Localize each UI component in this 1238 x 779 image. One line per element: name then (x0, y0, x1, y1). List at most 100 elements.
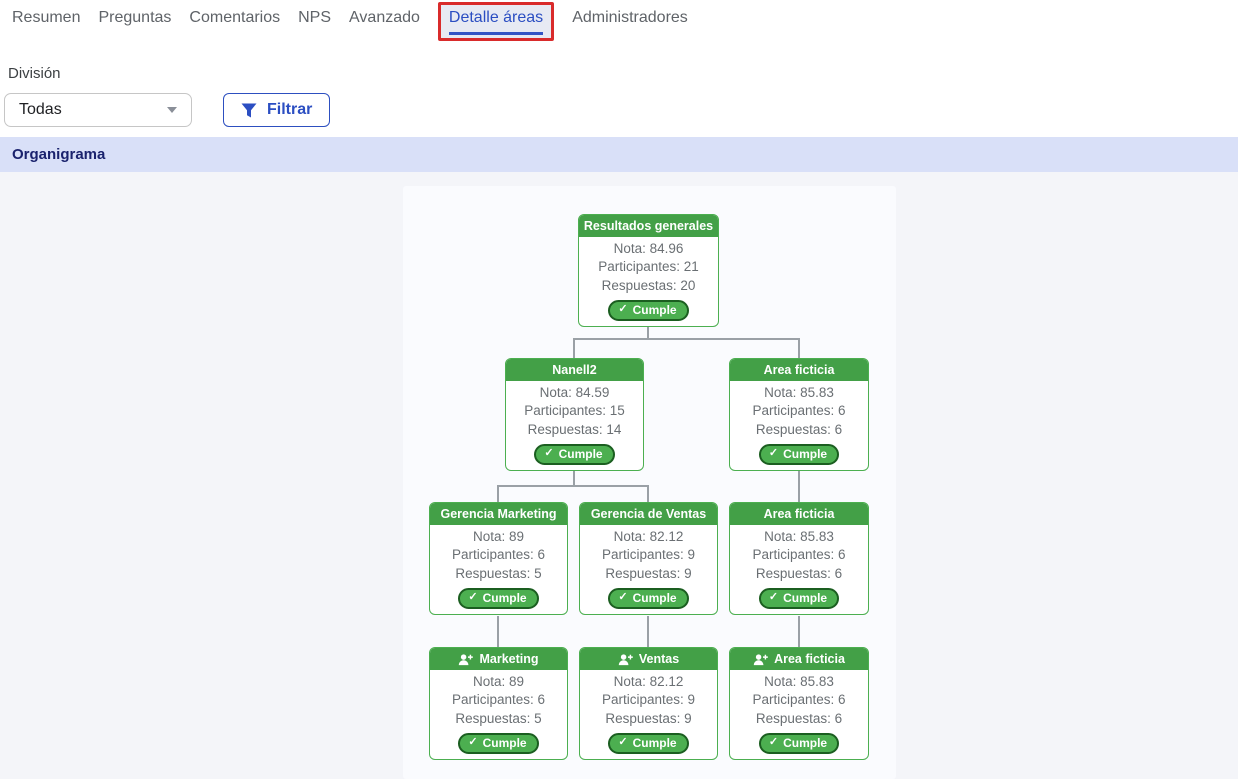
status-badge-label: Cumple (482, 590, 527, 605)
nota-line: Nota: 89 (472, 528, 525, 544)
org-node-header: Nanell2 (506, 359, 643, 381)
tab-avanzado[interactable]: Avanzado (349, 9, 420, 26)
org-node-area-ficticia-l2[interactable]: Area ficticia Nota: 85.83 Participantes:… (729, 358, 869, 471)
badge-row: ✓Cumple (580, 587, 717, 609)
check-icon: ✓ (768, 591, 779, 603)
respuestas-line: Respuestas: 9 (605, 565, 692, 581)
org-node-header: Marketing (430, 648, 567, 670)
check-icon: ✓ (618, 591, 628, 603)
org-node-body: Nota: 82.12 Participantes: 9 Respuestas:… (580, 525, 717, 614)
org-node-header: Gerencia Marketing (430, 503, 567, 525)
org-node-resultados-generales[interactable]: Resultados generales Nota: 84.96 Partici… (578, 214, 719, 327)
nota-line: Nota: 85.83 (764, 673, 834, 689)
respuestas-line: Respuestas: 6 (755, 565, 843, 581)
participantes-line: Participantes: 6 (752, 692, 846, 707)
org-node-area-ficticia-l3[interactable]: Area ficticia Nota: 85.83 Participantes:… (729, 502, 869, 615)
org-node-body: Nota: 84.59 Participantes: 15 Respuestas… (506, 381, 643, 470)
org-node-header: Area ficticia (730, 503, 868, 525)
division-select-value: Todas (19, 101, 62, 118)
org-node-body: Nota: 89 Participantes: 6 Respuestas: 5 … (430, 670, 567, 759)
check-icon: ✓ (618, 736, 628, 748)
badge-row: ✓ Cumple (580, 732, 717, 754)
respuestas-line: Respuestas: 6 (755, 710, 843, 726)
status-badge: ✓ Cumple (758, 443, 840, 465)
respuestas-line: Respuestas: 14 (527, 421, 622, 437)
connector-line (647, 616, 649, 647)
org-node-body: Nota: 85.83 Participantes: 6 Respuestas:… (730, 525, 868, 614)
org-node-header: Resultados generales (579, 215, 718, 237)
respuestas-line: Respuestas: 6 (755, 421, 843, 437)
badge-row: ✓Cumple (430, 732, 567, 754)
participantes-line: Participantes: 15 (524, 403, 625, 418)
status-badge: ✓ Cumple (608, 732, 689, 754)
nota-line: Nota: 82.12 (613, 528, 684, 544)
chevron-down-icon (167, 107, 177, 113)
connector-line (798, 616, 800, 647)
connector-line (497, 486, 499, 502)
org-node-area-ficticia-l4[interactable]: Area ficticia Nota: 85.83 Participantes:… (729, 647, 869, 760)
status-badge: ✓Cumple (608, 299, 689, 321)
division-label: División (8, 65, 61, 82)
tab-preguntas[interactable]: Preguntas (98, 9, 172, 26)
org-node-title: Area ficticia (774, 652, 845, 666)
connector-line (798, 339, 800, 358)
org-node-title: Gerencia Marketing (440, 507, 557, 521)
respuestas-line: Respuestas: 5 (455, 710, 542, 726)
tab-detalle-areas[interactable]: Detalle áreas (448, 9, 544, 35)
org-node-body: Nota: 85.83 Participantes: 6 Respuestas:… (730, 381, 868, 470)
check-icon: ✓ (768, 447, 779, 459)
org-node-gerencia-de-ventas[interactable]: Gerencia de Ventas Nota: 82.12 Participa… (579, 502, 718, 615)
status-badge-label: Cumple (783, 446, 828, 461)
person-plus-icon (618, 653, 634, 666)
participantes-line: Participantes: 6 (451, 547, 546, 562)
person-plus-icon (458, 653, 474, 666)
section-header-organigrama: Organigrama (0, 137, 1238, 172)
status-badge: ✓Cumple (758, 732, 840, 754)
participantes-line: Participantes: 9 (601, 692, 696, 707)
connector-line (573, 338, 800, 340)
check-icon: ✓ (468, 591, 478, 603)
check-icon: ✓ (544, 447, 554, 459)
badge-row: ✓ Cumple (730, 443, 868, 465)
badge-row: ✓ Cumple (506, 443, 643, 465)
check-icon: ✓ (618, 303, 628, 315)
org-node-body: Nota: 85.83 Participantes: 6 Respuestas:… (730, 670, 868, 759)
participantes-line: Participantes: 21 (598, 259, 699, 274)
status-badge: ✓Cumple (608, 587, 689, 609)
badge-row: ✓ Cumple (430, 587, 567, 609)
status-badge-label: Cumple (558, 446, 603, 461)
division-select[interactable]: Todas (4, 93, 192, 127)
org-node-gerencia-marketing[interactable]: Gerencia Marketing Nota: 89 Participante… (429, 502, 568, 615)
connector-line (497, 616, 499, 647)
connector-line (647, 327, 649, 339)
nota-line: Nota: 85.83 (764, 528, 834, 544)
org-node-header: Ventas (580, 648, 717, 670)
status-badge: ✓Cumple (458, 732, 539, 754)
participantes-line: Participantes: 6 (752, 403, 846, 418)
participantes-line: Participantes: 6 (752, 547, 846, 562)
org-node-body: Nota: 82.12 Participantes: 9 Respuestas:… (580, 670, 717, 759)
badge-row: ✓Cumple (730, 732, 868, 754)
org-node-body: Nota: 89 Participantes: 6 Respuestas: 5 … (430, 525, 567, 614)
status-badge-label: Cumple (783, 735, 828, 750)
tab-administradores[interactable]: Administradores (572, 9, 688, 26)
nota-line: Nota: 89 (472, 673, 525, 689)
org-node-ventas[interactable]: Ventas Nota: 82.12 Participantes: 9 Resp… (579, 647, 718, 760)
tab-nps[interactable]: NPS (298, 9, 332, 26)
filter-button[interactable]: Filtrar (223, 93, 331, 127)
org-node-marketing[interactable]: Marketing Nota: 89 Participantes: 6 Resp… (429, 647, 568, 760)
status-badge-label: Cumple (783, 590, 828, 605)
tab-resumen[interactable]: Resumen (12, 9, 81, 26)
tab-comentarios[interactable]: Comentarios (189, 9, 281, 26)
status-badge-label: Cumple (632, 735, 677, 750)
person-plus-icon (753, 653, 769, 666)
nota-line: Nota: 84.96 (613, 240, 684, 256)
status-badge: ✓ Cumple (758, 587, 840, 609)
status-badge: ✓ Cumple (458, 587, 539, 609)
org-node-header: Area ficticia (730, 359, 868, 381)
org-node-nanell2[interactable]: Nanell2 Nota: 84.59 Participantes: 15 Re… (505, 358, 644, 471)
orgchart-area: Resultados generales Nota: 84.96 Partici… (0, 172, 1238, 779)
org-node-header: Area ficticia (730, 648, 868, 670)
filter-button-label: Filtrar (267, 101, 313, 118)
